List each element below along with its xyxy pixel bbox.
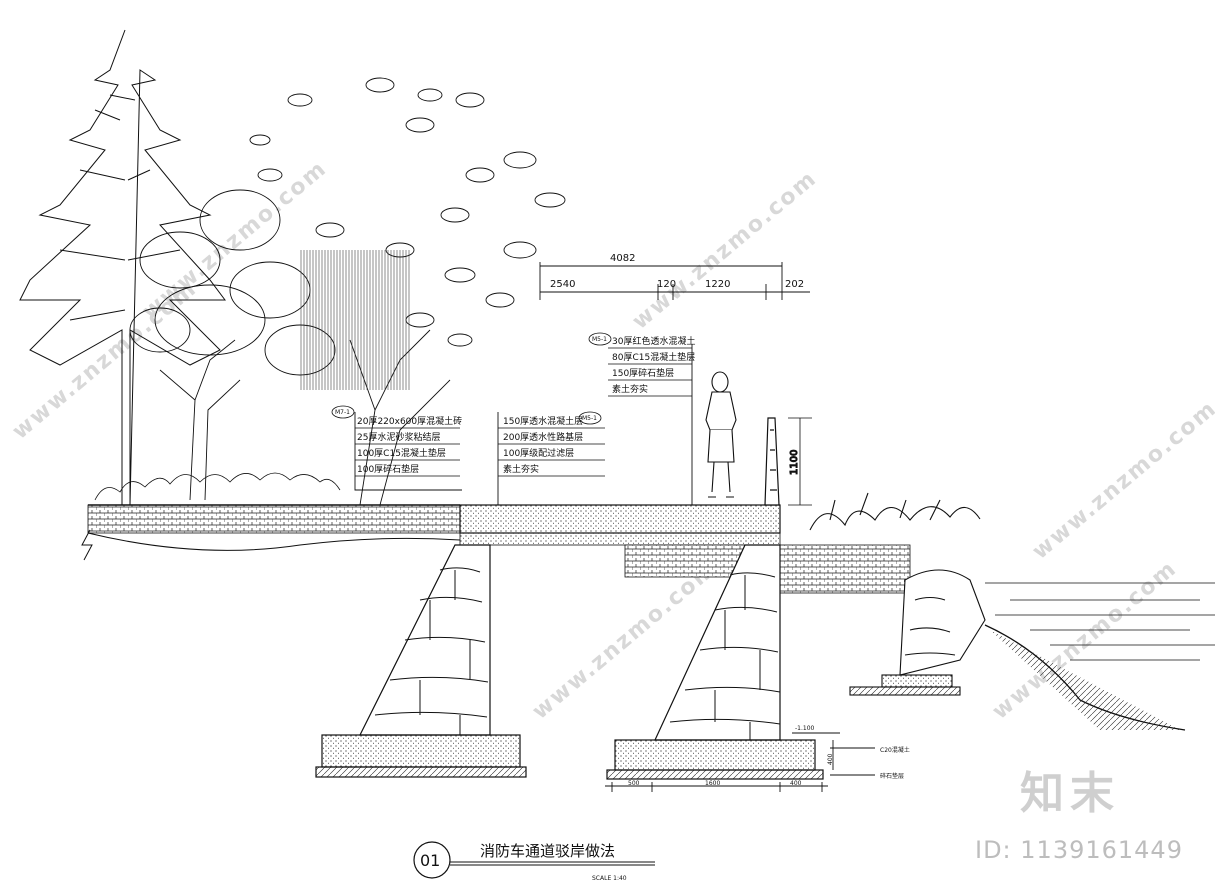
callout-layer: 20厚220x600厚混凝土砖 [357,415,462,427]
callout-layer: 25厚水泥砂浆粘结层 [357,431,440,443]
dimension-segment: 2540 [550,279,575,290]
drawing-title-block: 01 消防车通道驳岸做法 SCALE 1:40 [413,841,655,882]
dimension-segment: 120 [657,279,676,290]
callout-tag: M5-1 [582,415,597,422]
drawing-number: 01 [420,851,440,870]
callout-layer: 100厚级配过滤层 [503,447,574,459]
foundation-concrete-label: C20混凝土 [880,746,910,754]
deciduous-tree-illustration [129,189,336,501]
retaining-wall-right [606,544,824,780]
shrub-hatch [300,250,410,390]
callout-layer: 80厚C15混凝土垫层 [612,351,695,363]
drawing-number-circle [413,841,451,879]
footing-width-label: 400 [790,780,802,787]
drawing-title: 消防车通道驳岸做法 [480,842,615,860]
watermark-layer: www.znzmo.com www.znzmo.com www.znzmo.co… [8,156,1215,725]
railing-post: 1100 [764,417,812,506]
dimension-segment: 1220 [705,279,730,290]
overall-dimension: 4082 [610,253,635,264]
riverbank-revetment [809,492,1186,731]
person-figure-illustration [705,371,737,498]
callout-middle: M5-1 150厚透水混凝土层 200厚透水性路基层 100厚级配过滤层 素土夯… [497,411,605,505]
watermark-text: www.znzmo.com [628,166,822,335]
callout-tag: M5-1 [592,336,607,343]
brand-watermark-logo: 知末 [1020,768,1120,819]
callout-layer: 100厚碎石垫层 [357,463,419,475]
foundation-gravel-label: 碎石垫层 [880,772,904,780]
callout-layer: 200厚透水性路基层 [503,431,583,443]
callout-layer: 30厚红色透水混凝土 [612,335,695,347]
drawing-scale: SCALE 1:40 [592,875,627,882]
dimension-segment: 202 [785,279,804,290]
footing-width-label: 1600 [705,780,720,787]
callout-tag: M7-1 [335,409,350,416]
ground-shrubs [94,472,341,501]
footing-width-label: 500 [628,780,640,787]
watermark-text: www.znzmo.com [1028,396,1215,565]
watermark-id: ID: 1139161449 [975,836,1183,864]
dimension-lines [539,262,875,792]
water-surface [985,582,1215,661]
road-slab [459,504,911,594]
callout-layer: 素土夯实 [503,463,539,475]
ground-section [81,504,461,561]
elevation-label: -1.100 [795,725,815,732]
retaining-wall-left [315,544,527,778]
callout-layer: 150厚碎石垫层 [612,367,674,379]
railing-height-label: 1100 [789,450,800,475]
foundation-thickness-label: 400 [827,753,834,765]
callout-layer: 100厚C15混凝土垫层 [357,447,446,459]
callout-layer: 素土夯实 [612,383,648,395]
callout-left: M7-1 20厚220x600厚混凝土砖 25厚水泥砂浆粘结层 100厚C15混… [331,405,462,491]
callout-layer: 150厚透水混凝土层 [503,415,583,427]
callout-upper: M5-1 30厚红色透水混凝土 80厚C15混凝土垫层 150厚碎石垫层 素土夯… [588,332,695,505]
